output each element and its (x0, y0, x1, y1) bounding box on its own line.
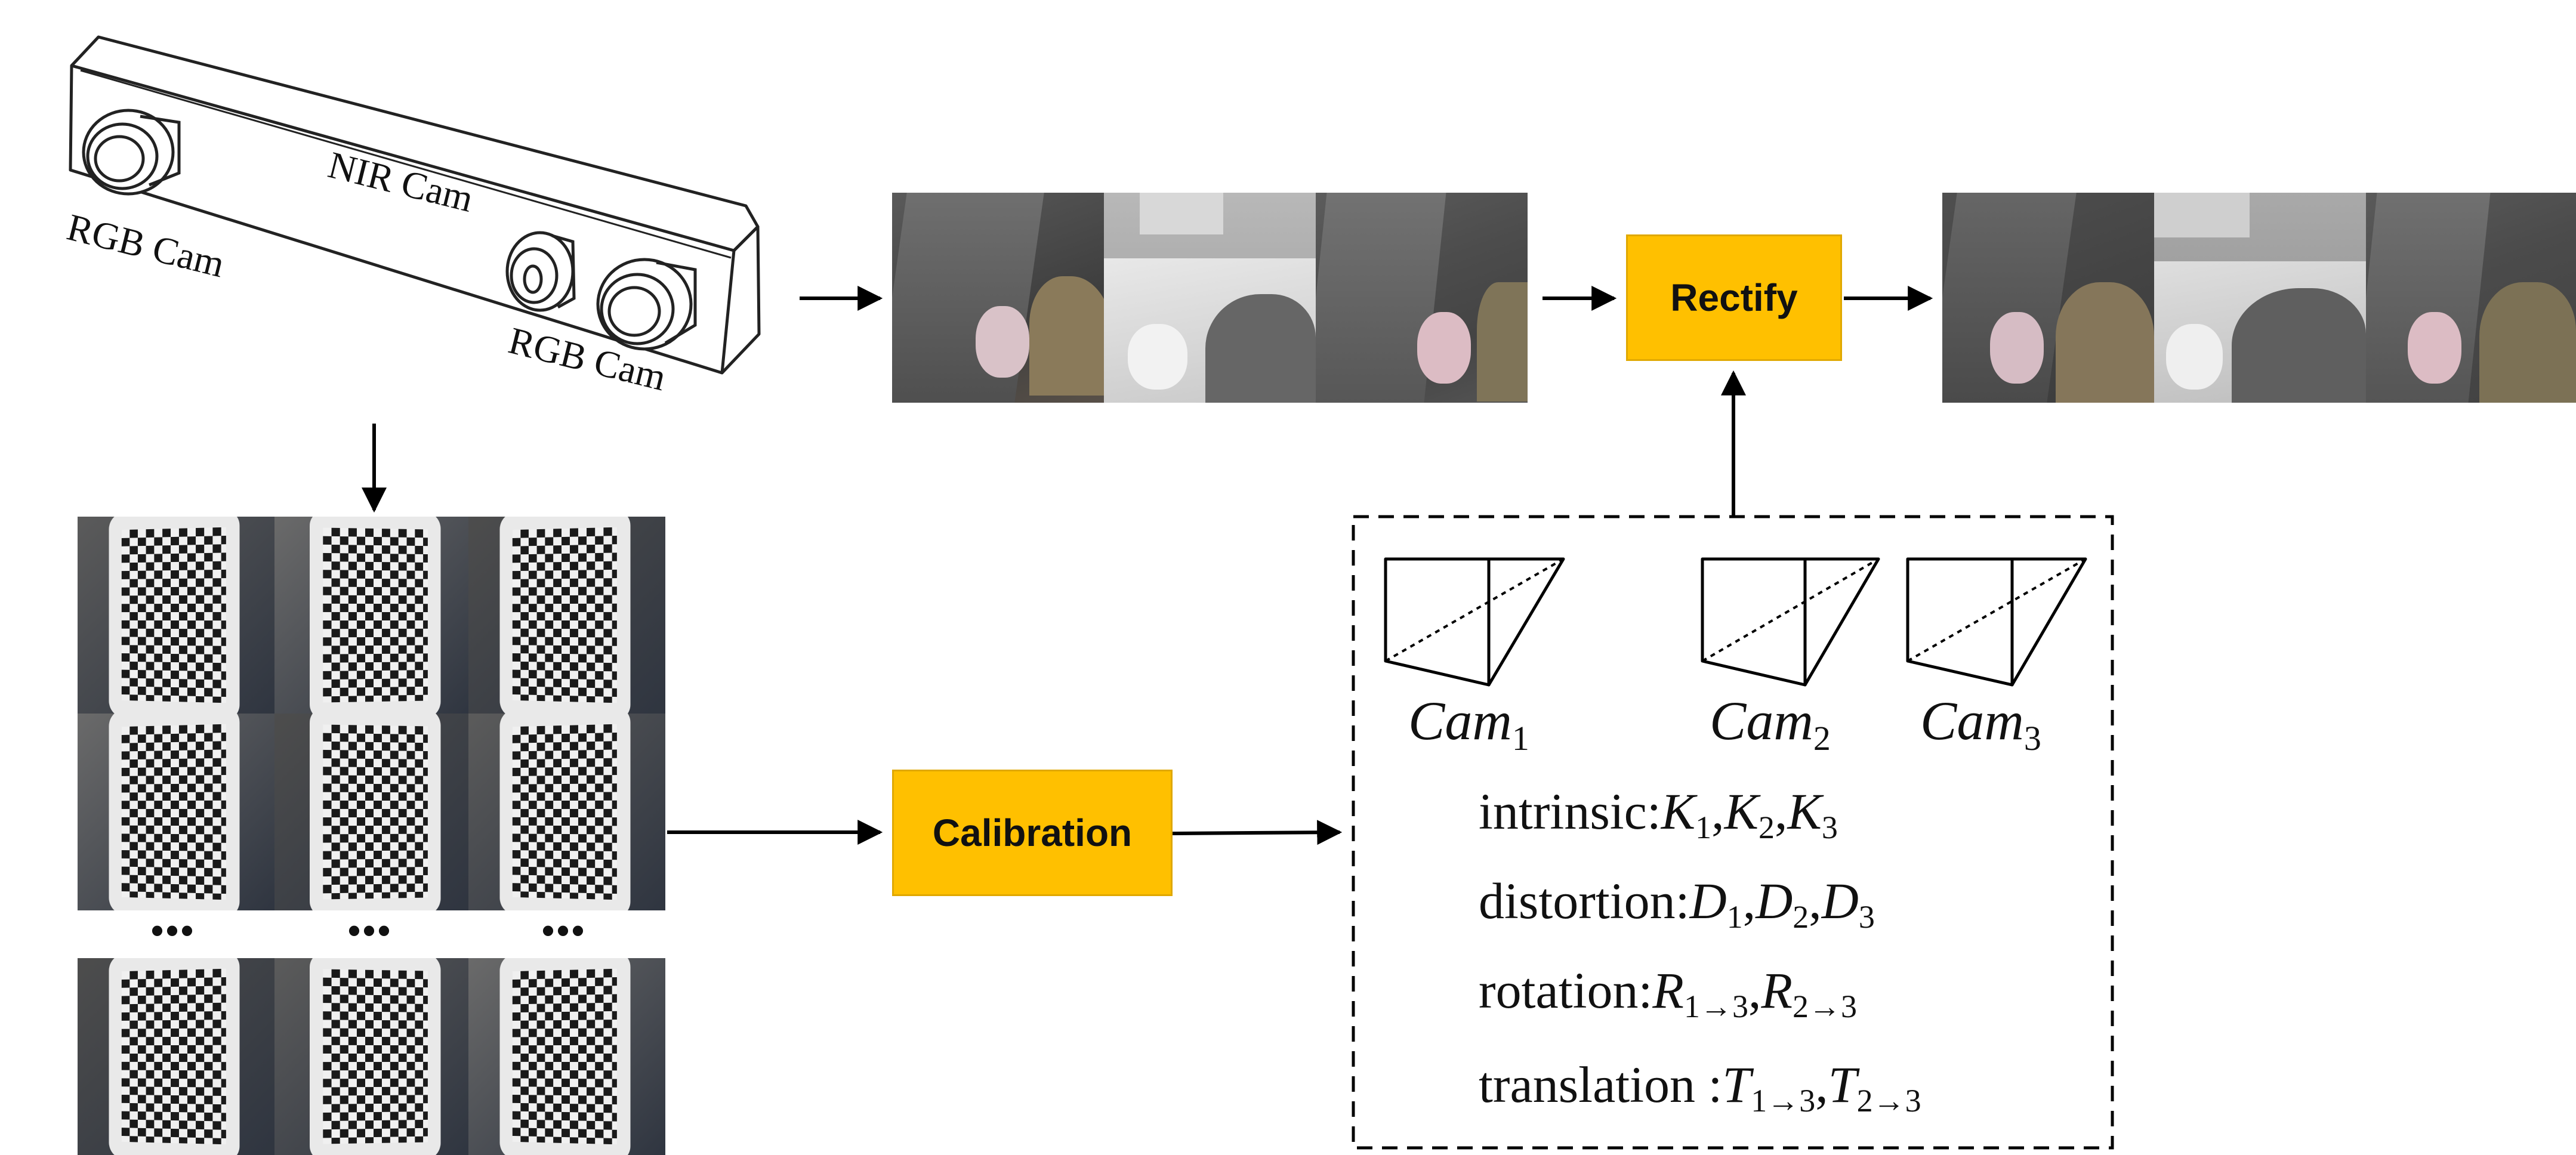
toy-pig-icon (976, 306, 1029, 378)
input-image-rgb-left (892, 193, 1104, 403)
toy-pig-icon (2166, 324, 2223, 390)
toy-pig-icon (1417, 312, 1471, 384)
calibration-image-grid (78, 517, 665, 1155)
translation-line: translation :T1→3,T2→3 (1479, 1056, 1921, 1119)
rgb-lens-right (596, 258, 697, 351)
distortion-line: distortion:D1,D2,D3 (1479, 872, 1875, 935)
checkerboard-photo (78, 714, 274, 910)
input-image-rgb-right (1316, 193, 1528, 403)
cam-3-label: Cam3 (1920, 690, 2041, 758)
camera-frustum-icon-1 (1384, 557, 1565, 687)
arrow-calibration-to-params (1172, 820, 1343, 845)
ellipsis-col-1: ••• (151, 910, 196, 950)
camera-frustum-icon-2 (1701, 557, 1880, 687)
rectified-image-nir (2154, 193, 2366, 403)
ellipsis-col-3: ••• (542, 910, 587, 950)
device-front-face (69, 65, 736, 375)
device-end-face (721, 225, 761, 374)
cam-1-label: Cam1 (1408, 690, 1529, 758)
toy-pig-icon (1128, 324, 1187, 390)
cam-2-label: Cam2 (1710, 690, 1831, 758)
toy-pig-icon (1990, 312, 2044, 384)
checkerboard-photo (78, 958, 274, 1155)
toy-pig-icon (2408, 312, 2461, 384)
params-dashed-frame (1352, 515, 2114, 1150)
checkerboard-photo (468, 517, 665, 714)
intrinsic-line: intrinsic:K1,K2,K3 (1479, 783, 1838, 845)
input-image-nir (1104, 193, 1316, 403)
checkerboard-photo (274, 517, 471, 714)
rectify-box: Rectify (1626, 234, 1842, 361)
checkerboard-photo (78, 517, 274, 714)
rectified-image-rgb-right (2366, 193, 2576, 403)
checkerboard-photo (468, 714, 665, 910)
rotation-line: rotation:R1→3,R2→3 (1479, 962, 1857, 1024)
rgb-lens-left (82, 109, 181, 196)
checkerboard-photo (468, 958, 665, 1155)
calibration-box: Calibration (892, 770, 1173, 896)
checkerboard-photo (274, 714, 471, 910)
rectified-image-rgb-left (1942, 193, 2154, 403)
camera-frustum-icon-3 (1906, 557, 2087, 687)
nir-lens (505, 231, 576, 312)
ellipsis-col-2: ••• (348, 910, 393, 950)
device-top-face (70, 35, 760, 252)
checkerboard-photo (274, 958, 471, 1155)
